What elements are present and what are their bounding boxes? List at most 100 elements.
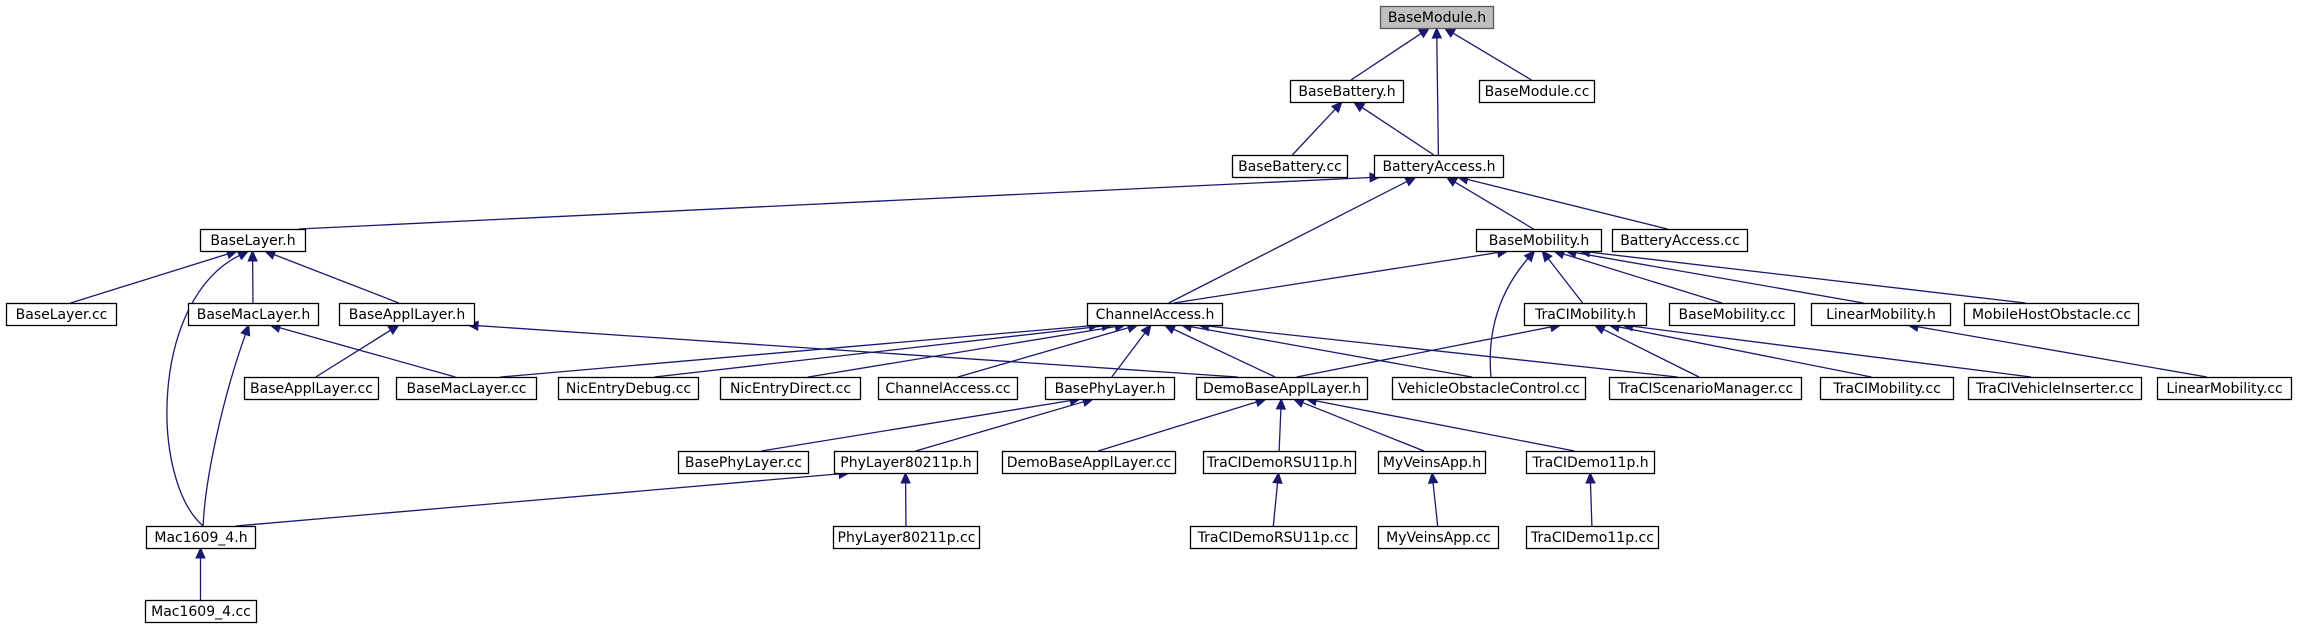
node-demobaseappllayer-h[interactable]: DemoBaseApplLayer.h <box>1195 376 1369 401</box>
node-box <box>1044 376 1176 401</box>
edge-baseappllayer_cc-to-baseappllayer_h <box>315 324 400 378</box>
node-box <box>1668 302 1796 327</box>
node-baseappllayer-h[interactable]: BaseApplLayer.h <box>338 302 476 327</box>
node-linearmobility-h[interactable]: LinearMobility.h <box>1810 302 1952 327</box>
edge-line <box>957 327 1129 378</box>
node-basephylayer-h[interactable]: BasePhyLayer.h <box>1044 376 1176 401</box>
node-box <box>1819 376 1955 401</box>
edge-line <box>279 327 456 378</box>
node-basemobility-cc[interactable]: BaseMobility.cc <box>1668 302 1796 327</box>
arrowhead <box>387 324 400 336</box>
node-label: BaseMacLayer.h <box>197 307 311 323</box>
edge-line <box>761 399 1071 452</box>
node-box <box>1523 302 1648 327</box>
node-myveinsapp-cc[interactable]: MyVeinsApp.cc <box>1377 525 1500 550</box>
node-batteryaccess-h[interactable]: BatteryAccess.h <box>1373 154 1505 179</box>
edge-basebattery_cc-to-basebattery_h <box>1291 101 1343 156</box>
edge-line <box>70 253 228 304</box>
edge-line <box>1208 325 1678 378</box>
edge-line <box>298 176 1371 230</box>
node-label: BasePhyLayer.h <box>1055 381 1166 397</box>
node-linearmobility-cc[interactable]: LinearMobility.cc <box>2156 376 2293 401</box>
edge-line <box>1272 482 1279 527</box>
node-label: BaseMacLayer.cc <box>406 381 526 397</box>
edge-mac1609_4_h-to-phylayer80211p_h <box>235 468 851 527</box>
node-label: BaseApplLayer.cc <box>250 381 373 397</box>
arrowhead <box>1585 471 1596 484</box>
node-baseappllayer-cc[interactable]: BaseApplLayer.cc <box>243 376 380 401</box>
node-baselayer-h[interactable]: BaseLayer.h <box>199 228 307 253</box>
edge-line <box>1361 106 1435 156</box>
node-vehicleobstaclecontrol-cc[interactable]: VehicleObstacleControl.cc <box>1391 376 1587 401</box>
node-basemaclayer-h[interactable]: BaseMacLayer.h <box>187 302 320 327</box>
node-tracivehicleinserter-cc[interactable]: TraCIVehicleInserter.cc <box>1967 376 2143 401</box>
edge-batteryaccess_h-to-basemodule_h <box>1431 26 1443 156</box>
node-basemodule-h[interactable]: BaseModule.h <box>1379 5 1495 30</box>
node-channelaccess-cc[interactable]: ChannelAccess.cc <box>877 376 1019 401</box>
node-box <box>1967 376 2143 401</box>
node-tracidemo11p-h[interactable]: TraCIDemo11p.h <box>1525 450 1656 475</box>
node-basephylayer-cc[interactable]: BasePhyLayer.cc <box>677 450 810 475</box>
node-tracidemorsu11p-cc[interactable]: TraCIDemoRSU11p.cc <box>1189 525 1358 550</box>
edge-demobaseappllayer_h-to-channelaccess_h <box>1163 324 1276 378</box>
node-box <box>1478 79 1596 104</box>
node-box <box>832 525 981 550</box>
edge-line <box>235 473 840 527</box>
arrowhead <box>1593 324 1607 335</box>
node-mac1609-4-h[interactable]: Mac1609_4.h <box>145 525 257 550</box>
node-basebattery-cc[interactable]: BaseBattery.cc <box>1231 154 1349 179</box>
node-channelaccess-h[interactable]: ChannelAccess.h <box>1086 302 1224 327</box>
arrowhead <box>1140 324 1152 337</box>
arrowhead <box>1431 26 1443 39</box>
node-label: BaseLayer.h <box>210 233 295 249</box>
node-nicentrydirect-cc[interactable]: NicEntryDirect.cc <box>719 376 862 401</box>
edge-line <box>1436 37 1440 156</box>
node-basebattery-h[interactable]: BaseBattery.h <box>1289 79 1405 104</box>
node-label: BaseApplLayer.h <box>349 307 465 323</box>
edge-vehicleobstaclecontrol_cc-to-basemobility_h <box>1489 250 1536 378</box>
node-mac1609-4-cc[interactable]: Mac1609_4.cc <box>144 599 258 624</box>
node-box <box>1377 450 1487 475</box>
node-tracidemo11p-cc[interactable]: TraCIDemo11p.cc <box>1525 525 1660 550</box>
node-myveinsapp-h[interactable]: MyVeinsApp.h <box>1377 450 1487 475</box>
node-basemodule-cc[interactable]: BaseModule.cc <box>1478 79 1596 104</box>
node-tracidemorsu11p-h[interactable]: TraCIDemoRSU11p.h <box>1202 450 1357 475</box>
node-phylayer80211p-cc[interactable]: PhyLayer80211p.cc <box>832 525 981 550</box>
node-box <box>719 376 862 401</box>
edge-line <box>654 325 1103 378</box>
node-basemaclayer-cc[interactable]: BaseMacLayer.cc <box>395 376 538 401</box>
arrowhead <box>1445 176 1459 187</box>
node-tracimobility-h[interactable]: TraCIMobility.h <box>1523 302 1648 327</box>
node-label: BaseMobility.h <box>1489 233 1589 249</box>
node-box <box>1202 450 1357 475</box>
edge-line <box>1291 108 1336 156</box>
node-label: BaseModule.h <box>1388 10 1486 26</box>
node-nicentrydebug-cc[interactable]: NicEntryDebug.cc <box>557 376 700 401</box>
edge-mac1609_4_cc-to-mac1609_4_h <box>195 546 206 600</box>
edge-basephylayer_h-to-channelaccess_h <box>1111 324 1152 378</box>
node-label: ChannelAccess.cc <box>885 381 1010 397</box>
node-phylayer80211p-h[interactable]: PhyLayer80211p.h <box>833 450 979 475</box>
edge-line <box>1632 325 2032 378</box>
edge-line <box>915 401 1084 452</box>
edge-line <box>1173 251 1498 304</box>
arrowhead <box>247 249 258 262</box>
node-tracimobility-cc[interactable]: TraCIMobility.cc <box>1819 376 1955 401</box>
edge-line <box>1603 328 1700 378</box>
edge-line <box>1589 251 2026 304</box>
edge-line <box>1432 482 1439 527</box>
edge-line <box>315 329 391 378</box>
edge-nicentrydirect_cc-to-channelaccess_h <box>808 321 1127 378</box>
edge-line <box>1111 332 1146 378</box>
node-basemobility-h[interactable]: BaseMobility.h <box>1475 228 1603 253</box>
node-label: TraCIScenarioManager.cc <box>1617 381 1794 397</box>
node-box <box>1525 525 1660 550</box>
node-batteryaccess-cc[interactable]: BatteryAccess.cc <box>1611 228 1749 253</box>
node-demobaseappllayer-cc[interactable]: DemoBaseApplLayer.cc <box>1001 450 1177 475</box>
node-baselayer-cc[interactable]: BaseLayer.cc <box>5 302 118 327</box>
node-mobilehostobstacle-cc[interactable]: MobileHostObstacle.cc <box>1963 302 2140 327</box>
edge-basemaclayer_cc-to-basemaclayer_h <box>268 322 456 378</box>
node-traciscenariomanager-cc[interactable]: TraCIScenarioManager.cc <box>1608 376 1803 401</box>
edge-line <box>166 254 240 527</box>
node-box <box>395 376 538 401</box>
